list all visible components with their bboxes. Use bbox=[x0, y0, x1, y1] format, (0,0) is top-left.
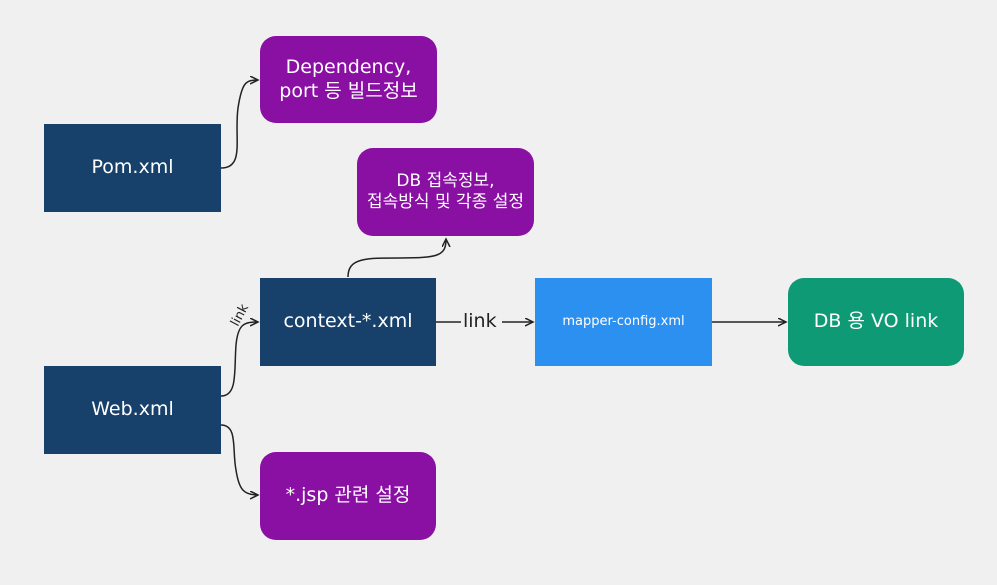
context-mapper-link-label: link bbox=[463, 310, 497, 332]
edge-web-to-context bbox=[220, 322, 258, 397]
edge-context-to-dbinfo bbox=[347, 239, 446, 278]
dependency-node: Dependency, port 등 빌드정보 bbox=[260, 36, 437, 123]
pom-xml-node: Pom.xml bbox=[44, 124, 221, 212]
dependency-line-2: port 등 빌드정보 bbox=[279, 79, 418, 102]
pom-xml-label: Pom.xml bbox=[91, 156, 174, 179]
db-vo-label: DB 용 VO link bbox=[813, 310, 939, 333]
db-info-node: DB 접속정보, 접속방식 및 각종 설정 bbox=[357, 148, 534, 236]
web-xml-label: Web.xml bbox=[91, 398, 174, 421]
edge-web-to-jsp bbox=[220, 424, 258, 495]
db-info-line-1: DB 접속정보, bbox=[396, 170, 495, 191]
dependency-line-1: Dependency, bbox=[285, 55, 412, 78]
context-xml-node: context-*.xml bbox=[260, 278, 436, 366]
db-vo-node: DB 용 VO link bbox=[788, 278, 964, 366]
jsp-label: *.jsp 관련 설정 bbox=[285, 484, 411, 507]
jsp-node: *.jsp 관련 설정 bbox=[260, 452, 436, 540]
context-xml-label: context-*.xml bbox=[283, 310, 413, 333]
mapper-config-label: mapper-config.xml bbox=[562, 313, 685, 329]
web-xml-node: Web.xml bbox=[44, 366, 221, 454]
db-info-line-2: 접속방식 및 각종 설정 bbox=[367, 192, 524, 212]
edge-pom-to-dependency bbox=[220, 80, 258, 169]
mapper-config-node: mapper-config.xml bbox=[535, 278, 712, 366]
